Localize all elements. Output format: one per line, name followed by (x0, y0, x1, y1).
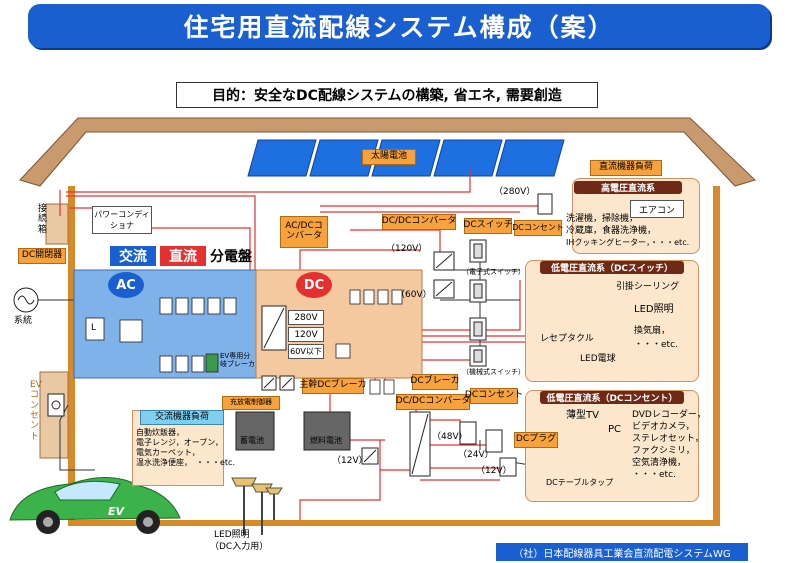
ac-load-item-4: 温水洗浄便座， ・・・etc. (136, 458, 235, 467)
switch-etc-label: ・・・etc. (634, 340, 678, 350)
voltage-48-label: （48V） (432, 432, 468, 442)
footer-credit: （社）日本配線器具工業会直流配電システムWG (496, 543, 748, 561)
dc-label-header: 直流 (160, 246, 206, 266)
high-voltage-item-3: IHクッキングヒーター，・・・etc. (566, 238, 690, 247)
low-switch-header: 低電圧直流系（DCスイッチ） (540, 261, 684, 274)
voltage-12a-label: （12V） (332, 456, 368, 466)
tv-label: 薄型TV (566, 410, 599, 421)
outlet-item-2: ビデオカメラ， (632, 422, 695, 432)
outlet-item-6: ・・・etc. (632, 470, 676, 480)
dc-switch-label: DCスイッチ (463, 218, 513, 234)
dc-breaker-label: DCブレーカ (410, 374, 460, 390)
dcdc-converter-top-label: DC/DCコンバータ (382, 214, 456, 230)
solar-panel-5 (495, 139, 565, 177)
fuel-cell (303, 411, 351, 451)
high-voltage-item-1: 洗濯機，掃除機， (566, 214, 639, 224)
aircon-box: エアコン (630, 200, 684, 218)
outlet-item-5: 空気清浄機， (632, 458, 687, 468)
left-wall (68, 186, 75, 524)
dc-load-label: 直流機器負荷 (590, 160, 662, 176)
storage-battery (235, 411, 275, 451)
solar-panel-1 (247, 139, 317, 177)
voltage-12b-label: （12V） (476, 466, 512, 476)
outlet-item-3: ステレオセット， (632, 434, 704, 444)
floor (68, 520, 720, 526)
receptacle-label: レセプタクル (540, 334, 594, 344)
purpose-box: 目的：安全なDC配線システムの構築, 省エネ, 需要創造 (176, 82, 598, 108)
dc-plug-label: DCプラグ (514, 432, 558, 448)
vent-label: 換気扇， (634, 326, 671, 336)
right-wall (713, 186, 720, 524)
ev-outlet-label: EVコンセント (30, 380, 42, 442)
ev-breaker-label: EV専用分岐ブレーカ (220, 352, 255, 369)
voltage-24-label: （24V） (458, 450, 494, 460)
roof (19, 117, 756, 187)
junction-box-label: 接続箱 (38, 204, 48, 235)
voltage-120-label: （120V） (386, 244, 428, 254)
page-title: 住宅用直流配線システム構成（案） (28, 4, 770, 48)
ac-load-item-2: 電子レンジ，オーブン， (136, 438, 223, 447)
solar-panel-4 (433, 139, 503, 177)
dcdc-converter-bottom-label: DC/DCコンバータ (396, 394, 470, 410)
led-lighting-label: LED照明 (214, 530, 250, 540)
solar-panel-2 (309, 139, 379, 177)
power-conditioner-box: パワーコンディショナ (92, 206, 152, 234)
ceiling-label: 引掛シーリング (616, 282, 680, 292)
ac-load-header: 交流機器負荷 (140, 410, 224, 425)
low-outlet-header: 低電圧直流系（DCコンセント） (540, 391, 684, 404)
high-voltage-item-2: 冷蔵庫，食器洗浄機， (566, 226, 657, 236)
voltage-60-label: （60V） (396, 290, 432, 300)
ev-outlet-box (47, 393, 65, 417)
bulb-label: LED電球 (580, 354, 616, 364)
dc-outlet-top-label: DCコンセント (512, 220, 564, 236)
v60-box: 60V以下 (288, 344, 324, 359)
ev-car-label: EV (108, 505, 125, 518)
led-lighting-sub: （DC入力用） (210, 542, 269, 552)
acdc-converter-label: AC/DCコンバータ (280, 216, 328, 248)
solar-label: 太陽電池 (362, 149, 416, 165)
panel-label: 分電盤 (210, 249, 252, 265)
ac-load-item-3: 電気カーペット， (136, 448, 200, 457)
ac-circle: AC (108, 272, 144, 298)
table-tap-label: DCテーブルタップ (546, 478, 614, 487)
main-dc-breaker-label: 主幹DCブレーカ (299, 378, 367, 394)
ac-load-item-1: 自動炊飯器， (136, 428, 184, 437)
v120-box: 120V (288, 327, 324, 342)
pc-label: PC (608, 424, 622, 435)
outlet-item-4: ファクシミリ， (632, 446, 695, 456)
dc-circle: DC (296, 272, 332, 298)
led-label: LED照明 (634, 304, 674, 315)
grid-label: 系統 (14, 316, 33, 326)
v280-box: 280V (288, 310, 324, 325)
dc-outlet-mid-label: DCコンセント (465, 388, 523, 404)
voltage-280-label: （280V） (494, 187, 536, 197)
fuel-cell-label: 燃料電池 (310, 436, 342, 445)
high-voltage-header: 高電圧直流系 (574, 181, 682, 194)
charge-controller-label: 充放電制御器 (222, 396, 280, 410)
outlet-item-1: DVDレコーダー， (632, 410, 706, 420)
l-box-label: L (91, 323, 97, 333)
low-switch-panel (525, 260, 699, 382)
junction-wall (45, 203, 69, 245)
mechanical-switch-label: （機械式スイッチ） (462, 368, 525, 376)
electronic-switch-label: （電子式スイッチ） (462, 268, 525, 276)
dc-switchgear-label: DC開閉器 (18, 248, 66, 264)
storage-battery-label: 蓄電池 (240, 436, 264, 445)
ac-label: 交流 (110, 246, 156, 266)
